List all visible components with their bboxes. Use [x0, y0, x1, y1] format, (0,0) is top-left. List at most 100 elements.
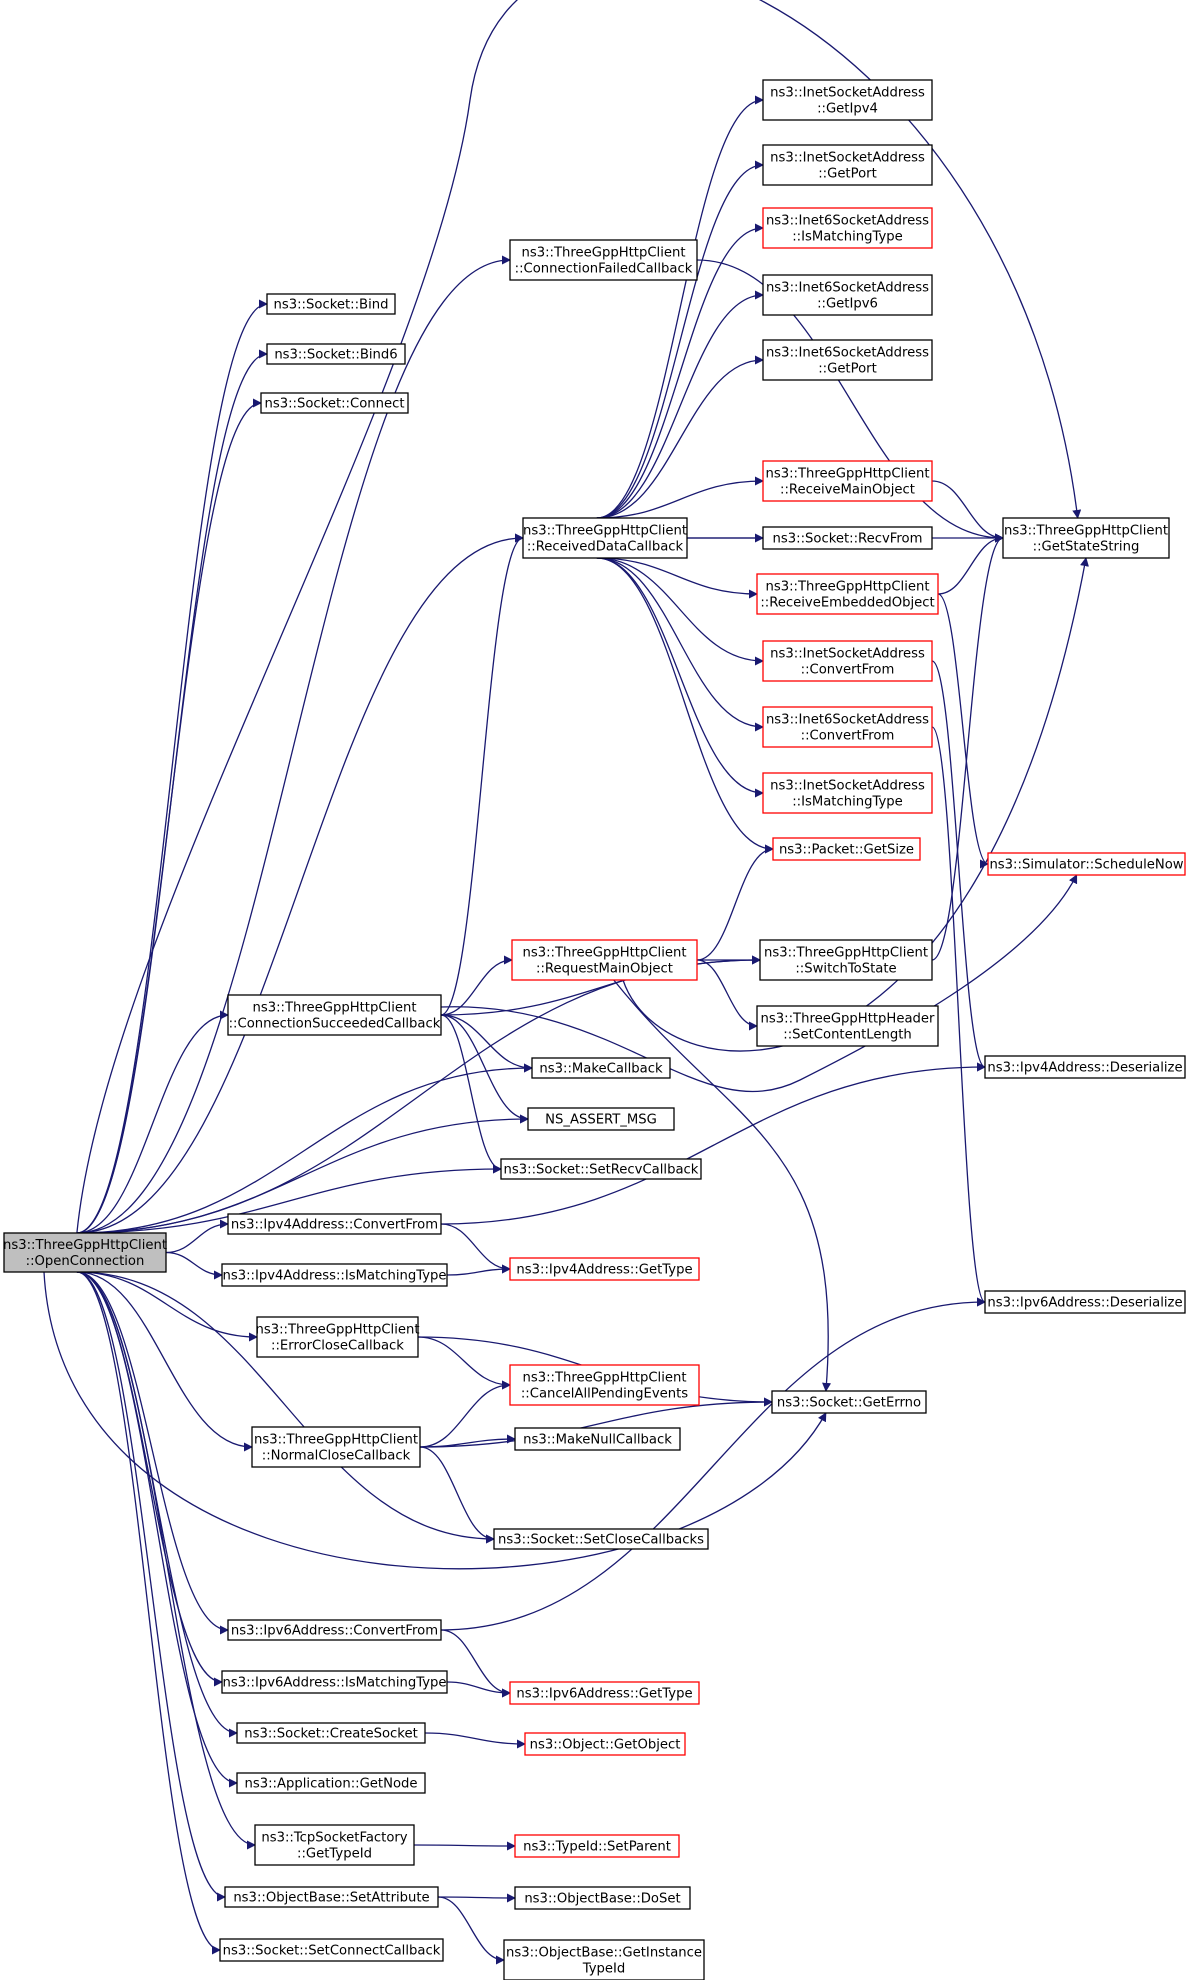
edge-root-to-ip6conv [76, 1271, 229, 1635]
node-label: ns3::Ipv4Address::IsMatchingType [222, 1269, 446, 1284]
node-inet6match[interactable]: ns3::Inet6SocketAddress::IsMatchingType [762, 207, 933, 249]
node-makenullcb[interactable]: ns3::MakeNullCallback [514, 1427, 681, 1451]
node-box [514, 1834, 680, 1858]
edge [76, 1063, 533, 1234]
node-label: ns3::Inet6SocketAddress [766, 281, 929, 296]
node-setconncb[interactable]: ns3::Socket::SetConnectCallback [219, 1938, 444, 1962]
node-getstatestr[interactable]: ns3::ThreeGppHttpClient::GetStateString [1002, 517, 1170, 559]
edge-root-to-recvdata [76, 533, 524, 1234]
node-createsock[interactable]: ns3::Socket::CreateSocket [236, 1722, 426, 1744]
node-connfail[interactable]: ns3::ThreeGppHttpClient::ConnectionFaile… [509, 239, 698, 281]
node-recvdata[interactable]: ns3::ThreeGppHttpClient::ReceivedDataCal… [522, 517, 688, 559]
node-label: ns3::Socket::SetRecvCallback [504, 1163, 699, 1178]
node-label: ns3::ThreeGppHttpClient [254, 1433, 418, 1448]
node-inet6conv[interactable]: ns3::Inet6SocketAddress::ConvertFrom [762, 706, 933, 748]
edge-root-to-setconncb [76, 1271, 221, 1955]
node-bind[interactable]: ns3::Socket::Bind [266, 293, 396, 315]
edge [440, 1223, 511, 1274]
node-label: ns3::Ipv6Address::IsMatchingType [222, 1676, 446, 1691]
node-label: ::GetIpv6 [817, 297, 878, 312]
node-normclose[interactable]: ns3::ThreeGppHttpClient::NormalCloseCall… [251, 1426, 421, 1468]
edge [440, 1062, 986, 1225]
node-box [1002, 517, 1170, 559]
node-inetmatch[interactable]: ns3::InetSocketAddress::IsMatchingType [762, 772, 933, 814]
node-tcptypeid[interactable]: ns3::TcpSocketFactory::GetTypeId [254, 1824, 415, 1866]
node-box [527, 1107, 675, 1131]
node-getobject[interactable]: ns3::Object::GetObject [524, 1732, 686, 1756]
node-label: ns3::ThreeGppHttpClient [522, 946, 686, 961]
node-ip4gettype[interactable]: ns3::Ipv4Address::GetType [509, 1257, 700, 1281]
edge [76, 1271, 238, 1788]
node-inetgetport[interactable]: ns3::InetSocketAddress::GetPort [762, 144, 933, 186]
node-nsassert[interactable]: NS_ASSERT_MSG [527, 1107, 675, 1131]
node-schednow[interactable]: ns3::Simulator::ScheduleNow [987, 852, 1186, 876]
node-setclosecb[interactable]: ns3::Socket::SetCloseCallbacks [493, 1528, 709, 1550]
node-label: ::ConvertFrom [801, 663, 895, 678]
node-box [227, 994, 442, 1036]
node-root[interactable]: ns3::ThreeGppHttpClient::OpenConnection [3, 1232, 167, 1273]
node-ip6gettype[interactable]: ns3::Ipv6Address::GetType [509, 1681, 700, 1705]
node-label: ::OpenConnection [26, 1254, 145, 1269]
node-makecb[interactable]: ns3::MakeCallback [531, 1057, 671, 1079]
node-doset[interactable]: ns3::ObjectBase::DoSet [514, 1886, 691, 1910]
edge-recvdata-to-inetmatch [596, 557, 764, 798]
node-switchstate[interactable]: ns3::ThreeGppHttpClient::SwitchToState [759, 939, 933, 981]
node-connsucc[interactable]: ns3::ThreeGppHttpClient::ConnectionSucce… [227, 994, 442, 1036]
node-inet6getip6[interactable]: ns3::Inet6SocketAddress::GetIpv6 [762, 274, 933, 316]
node-setcontlen[interactable]: ns3::ThreeGppHttpHeader::SetContentLengt… [756, 1005, 939, 1047]
node-label: ns3::Socket::RecvFrom [773, 532, 923, 547]
node-setparent[interactable]: ns3::TypeId::SetParent [514, 1834, 680, 1858]
node-setattr[interactable]: ns3::ObjectBase::SetAttribute [224, 1886, 439, 1908]
node-ip4conv[interactable]: ns3::Ipv4Address::ConvertFrom [227, 1213, 442, 1235]
node-ip6match[interactable]: ns3::Ipv6Address::IsMatchingType [221, 1670, 448, 1694]
edge-recvdata-to-pktsize [596, 557, 774, 854]
node-ip6deser[interactable]: ns3::Ipv6Address::Deserialize [984, 1290, 1186, 1314]
node-box [509, 1681, 700, 1705]
node-pktsize[interactable]: ns3::Packet::GetSize [772, 837, 921, 861]
node-box [227, 1619, 442, 1641]
node-inet6getport[interactable]: ns3::Inet6SocketAddress::GetPort [762, 339, 933, 381]
node-ip4deser[interactable]: ns3::Ipv4Address::Deserialize [984, 1055, 1186, 1079]
node-box [762, 706, 933, 748]
node-getnode[interactable]: ns3::Application::GetNode [236, 1772, 426, 1794]
node-connect[interactable]: ns3::Socket::Connect [260, 392, 409, 414]
node-ip6conv[interactable]: ns3::Ipv6Address::ConvertFrom [227, 1619, 442, 1641]
edge [440, 955, 761, 1016]
node-recvemb[interactable]: ns3::ThreeGppHttpClient::ReceiveEmbedded… [756, 573, 939, 615]
node-recvmain[interactable]: ns3::ThreeGppHttpClient::ReceiveMainObje… [762, 460, 933, 502]
node-label: ::ErrorCloseCallback [271, 1339, 404, 1354]
node-inetgetip4[interactable]: ns3::InetSocketAddress::GetIpv4 [762, 79, 933, 121]
edge-connsucc-to-makecb [440, 1014, 533, 1073]
node-label: ns3::InetSocketAddress [770, 647, 925, 662]
node-label: ns3::Ipv4Address::ConvertFrom [231, 1218, 438, 1233]
node-box [509, 239, 698, 281]
node-setrecvcb[interactable]: ns3::Socket::SetRecvCallback [500, 1158, 702, 1180]
edge [76, 1114, 529, 1234]
node-box [509, 1364, 700, 1406]
node-inetconv[interactable]: ns3::InetSocketAddress::ConvertFrom [762, 640, 933, 682]
edge [76, 1271, 221, 1955]
node-geterrno[interactable]: ns3::Socket::GetErrno [771, 1390, 927, 1414]
edge-root-to-connect [76, 398, 262, 1234]
node-bind6[interactable]: ns3::Socket::Bind6 [266, 343, 406, 365]
edge [165, 1251, 223, 1280]
edge [76, 1271, 253, 1452]
node-label: TypeId [582, 1962, 626, 1977]
node-box [500, 1158, 702, 1180]
node-reqmain[interactable]: ns3::ThreeGppHttpClient::RequestMainObje… [511, 939, 698, 981]
node-errclose[interactable]: ns3::ThreeGppHttpClient::ErrorCloseCallb… [255, 1316, 420, 1358]
edge [419, 1446, 495, 1544]
node-ip4match[interactable]: ns3::Ipv4Address::IsMatchingType [221, 1263, 448, 1287]
node-label: ns3::MakeCallback [539, 1062, 663, 1077]
node-cancelall[interactable]: ns3::ThreeGppHttpClient::CancelAllPendin… [509, 1364, 700, 1406]
node-box [514, 1427, 681, 1451]
edge-recvdata-to-inetconv [596, 557, 764, 666]
edge [419, 1397, 773, 1448]
node-recvfrom[interactable]: ns3::Socket::RecvFrom [762, 526, 933, 550]
edge-recvdata-to-inetgetport [596, 160, 764, 519]
edge-root-to-setattr [76, 1271, 226, 1902]
edge-root-to-connfail [76, 255, 511, 1234]
edge-root-to-normclose [76, 1271, 253, 1452]
